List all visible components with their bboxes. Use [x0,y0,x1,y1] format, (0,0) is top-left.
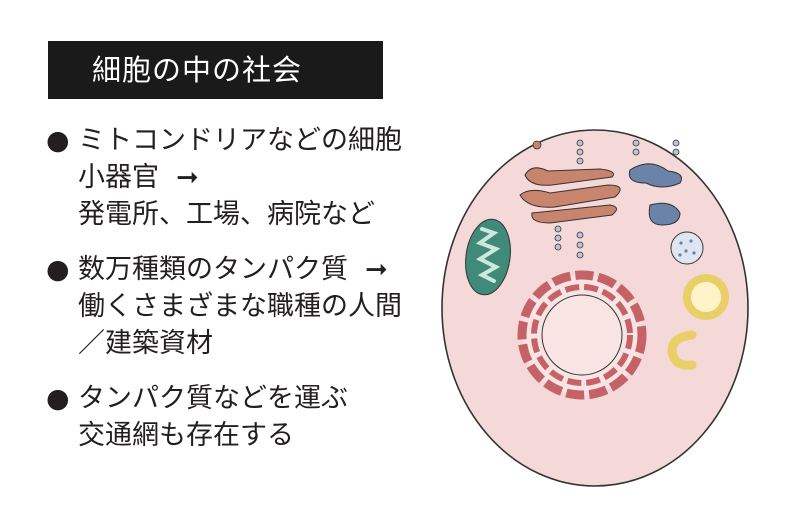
bullet-text: ／建築資材 [78,328,213,359]
title-banner: 細胞の中の社会 [48,41,383,99]
vesicle-blue [648,202,681,226]
golgi-apparatus [519,167,621,224]
bullet-text: ミトコンドリアなどの細胞 [78,125,402,156]
bullet-dot-icon: ● [46,125,70,156]
bullet-text: タンパク質などを運ぶ [78,383,348,414]
bullet-text: 数万種類のタンパク質 [78,254,348,285]
vesicle-blue [628,163,682,188]
bullet-organelles: ● ミトコンドリアなどの細胞 小器官 ➞ 発電所、工場、病院など [46,122,436,233]
transport-vesicles [554,139,680,259]
arrow-icon: ➞ [176,162,199,193]
mitochondria [465,218,511,296]
lysosome [670,231,704,265]
nucleus [517,270,647,400]
arrow-icon: ➞ [365,254,388,285]
bullet-text: 働くさまざまな職種の人間 [78,291,402,322]
vesicle-yellow-crescent [667,330,697,370]
bullet-transport: ● タンパク質などを運ぶ 交通網も存在する [46,380,436,454]
bullet-text: 小器官 [78,162,159,193]
bullet-list: ● ミトコンドリアなどの細胞 小器官 ➞ 発電所、工場、病院など ● 数万種類のタン… [46,122,436,472]
bullet-proteins: ● 数万種類のタンパク質 ➞ 働くさまざまな職種の人間 ／建築資材 [46,251,436,362]
bullet-text: 交通網も存在する [78,420,294,451]
vesicle-small [532,140,542,150]
bullet-dot-icon: ● [46,383,70,414]
page-title: 細胞の中の社会 [92,53,303,87]
cell-illustration [441,129,749,487]
vesicle-yellow [683,274,729,320]
bullet-text: 発電所、工場、病院など [78,199,375,230]
bullet-dot-icon: ● [46,254,70,285]
